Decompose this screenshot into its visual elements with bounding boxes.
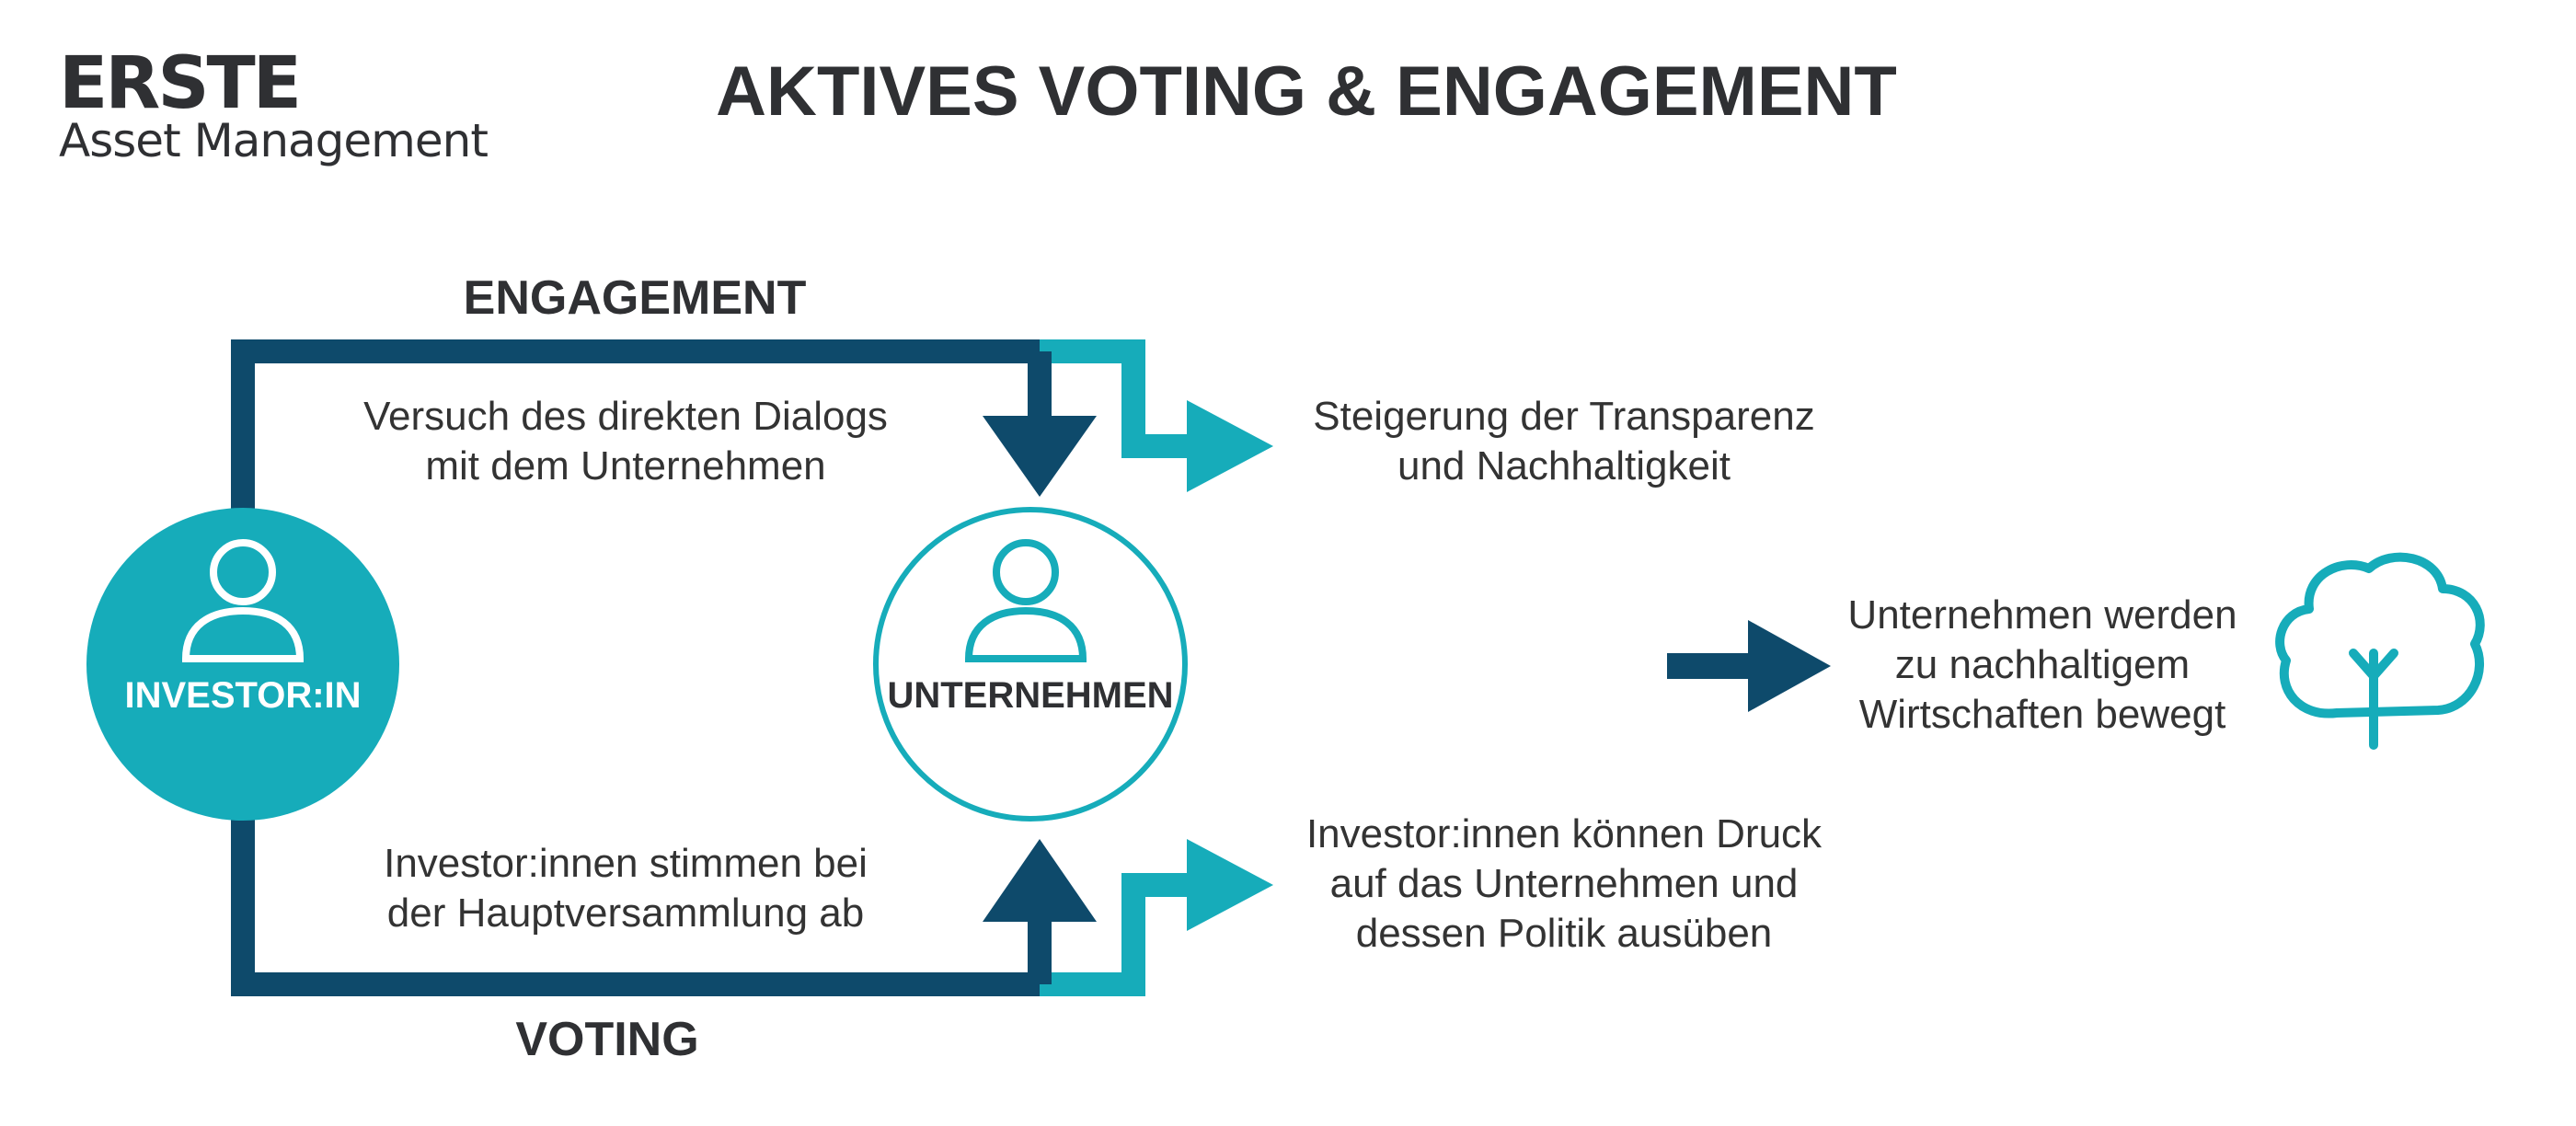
investor-label: INVESTOR:IN xyxy=(124,675,362,716)
voting-outcome: Investor:innen können Druck auf das Unte… xyxy=(1260,810,1868,959)
result-text: Unternehmen werden zu nachhaltigem Wirts… xyxy=(1803,591,2282,740)
engagement-description-line: mit dem Unternehmen xyxy=(425,443,826,488)
company-label: UNTERNEHMEN xyxy=(887,675,1174,716)
voting-outcome-arrowhead xyxy=(1187,839,1273,931)
page-title: AKTIVES VOTING & ENGAGEMENT xyxy=(716,52,1897,131)
engagement-outcome-arrowhead xyxy=(1187,400,1273,492)
engagement-outcome-line: Steigerung der Transparenz xyxy=(1313,394,1815,439)
engagement-outcome-arrow-line xyxy=(1040,339,1205,458)
result-arrowhead xyxy=(1748,620,1831,712)
engagement-path xyxy=(231,339,1040,511)
company-circle xyxy=(873,507,1188,822)
result-text-line: Unternehmen werden xyxy=(1847,592,2237,638)
tree-icon xyxy=(2275,552,2485,750)
engagement-description: Versuch des direkten Dialogs mit dem Unt… xyxy=(304,392,948,491)
logo-asset-management: Asset Management xyxy=(59,114,489,167)
company-person-icon xyxy=(964,539,1087,662)
engagement-label: ENGAGEMENT xyxy=(463,271,807,325)
voting-outcome-arrow-line xyxy=(1040,873,1205,996)
engagement-outcome-line: und Nachhaltigkeit xyxy=(1397,443,1731,488)
engagement-description-line: Versuch des direkten Dialogs xyxy=(363,394,888,439)
voting-description-line: Investor:innen stimmen bei xyxy=(384,841,868,886)
voting-path xyxy=(231,819,1040,996)
voting-label: VOTING xyxy=(515,1013,699,1066)
logo-erste: ERSTE xyxy=(59,42,302,125)
voting-up-arrowhead xyxy=(983,839,1097,922)
investor-person-icon xyxy=(181,539,305,662)
voting-outcome-line: dessen Politik ausüben xyxy=(1355,911,1773,956)
voting-outcome-line: auf das Unternehmen und xyxy=(1329,861,1799,906)
investor-circle xyxy=(86,508,399,821)
engagement-down-arrowhead xyxy=(983,416,1097,497)
voting-description-line: der Hauptversammlung ab xyxy=(386,890,865,936)
result-text-line: Wirtschaften bewegt xyxy=(1858,692,2226,737)
voting-description: Investor:innen stimmen bei der Hauptvers… xyxy=(304,839,948,938)
result-text-line: zu nachhaltigem xyxy=(1894,642,2191,687)
voting-outcome-line: Investor:innen können Druck xyxy=(1305,811,1823,856)
engagement-outcome: Steigerung der Transparenz und Nachhalti… xyxy=(1270,392,1858,491)
